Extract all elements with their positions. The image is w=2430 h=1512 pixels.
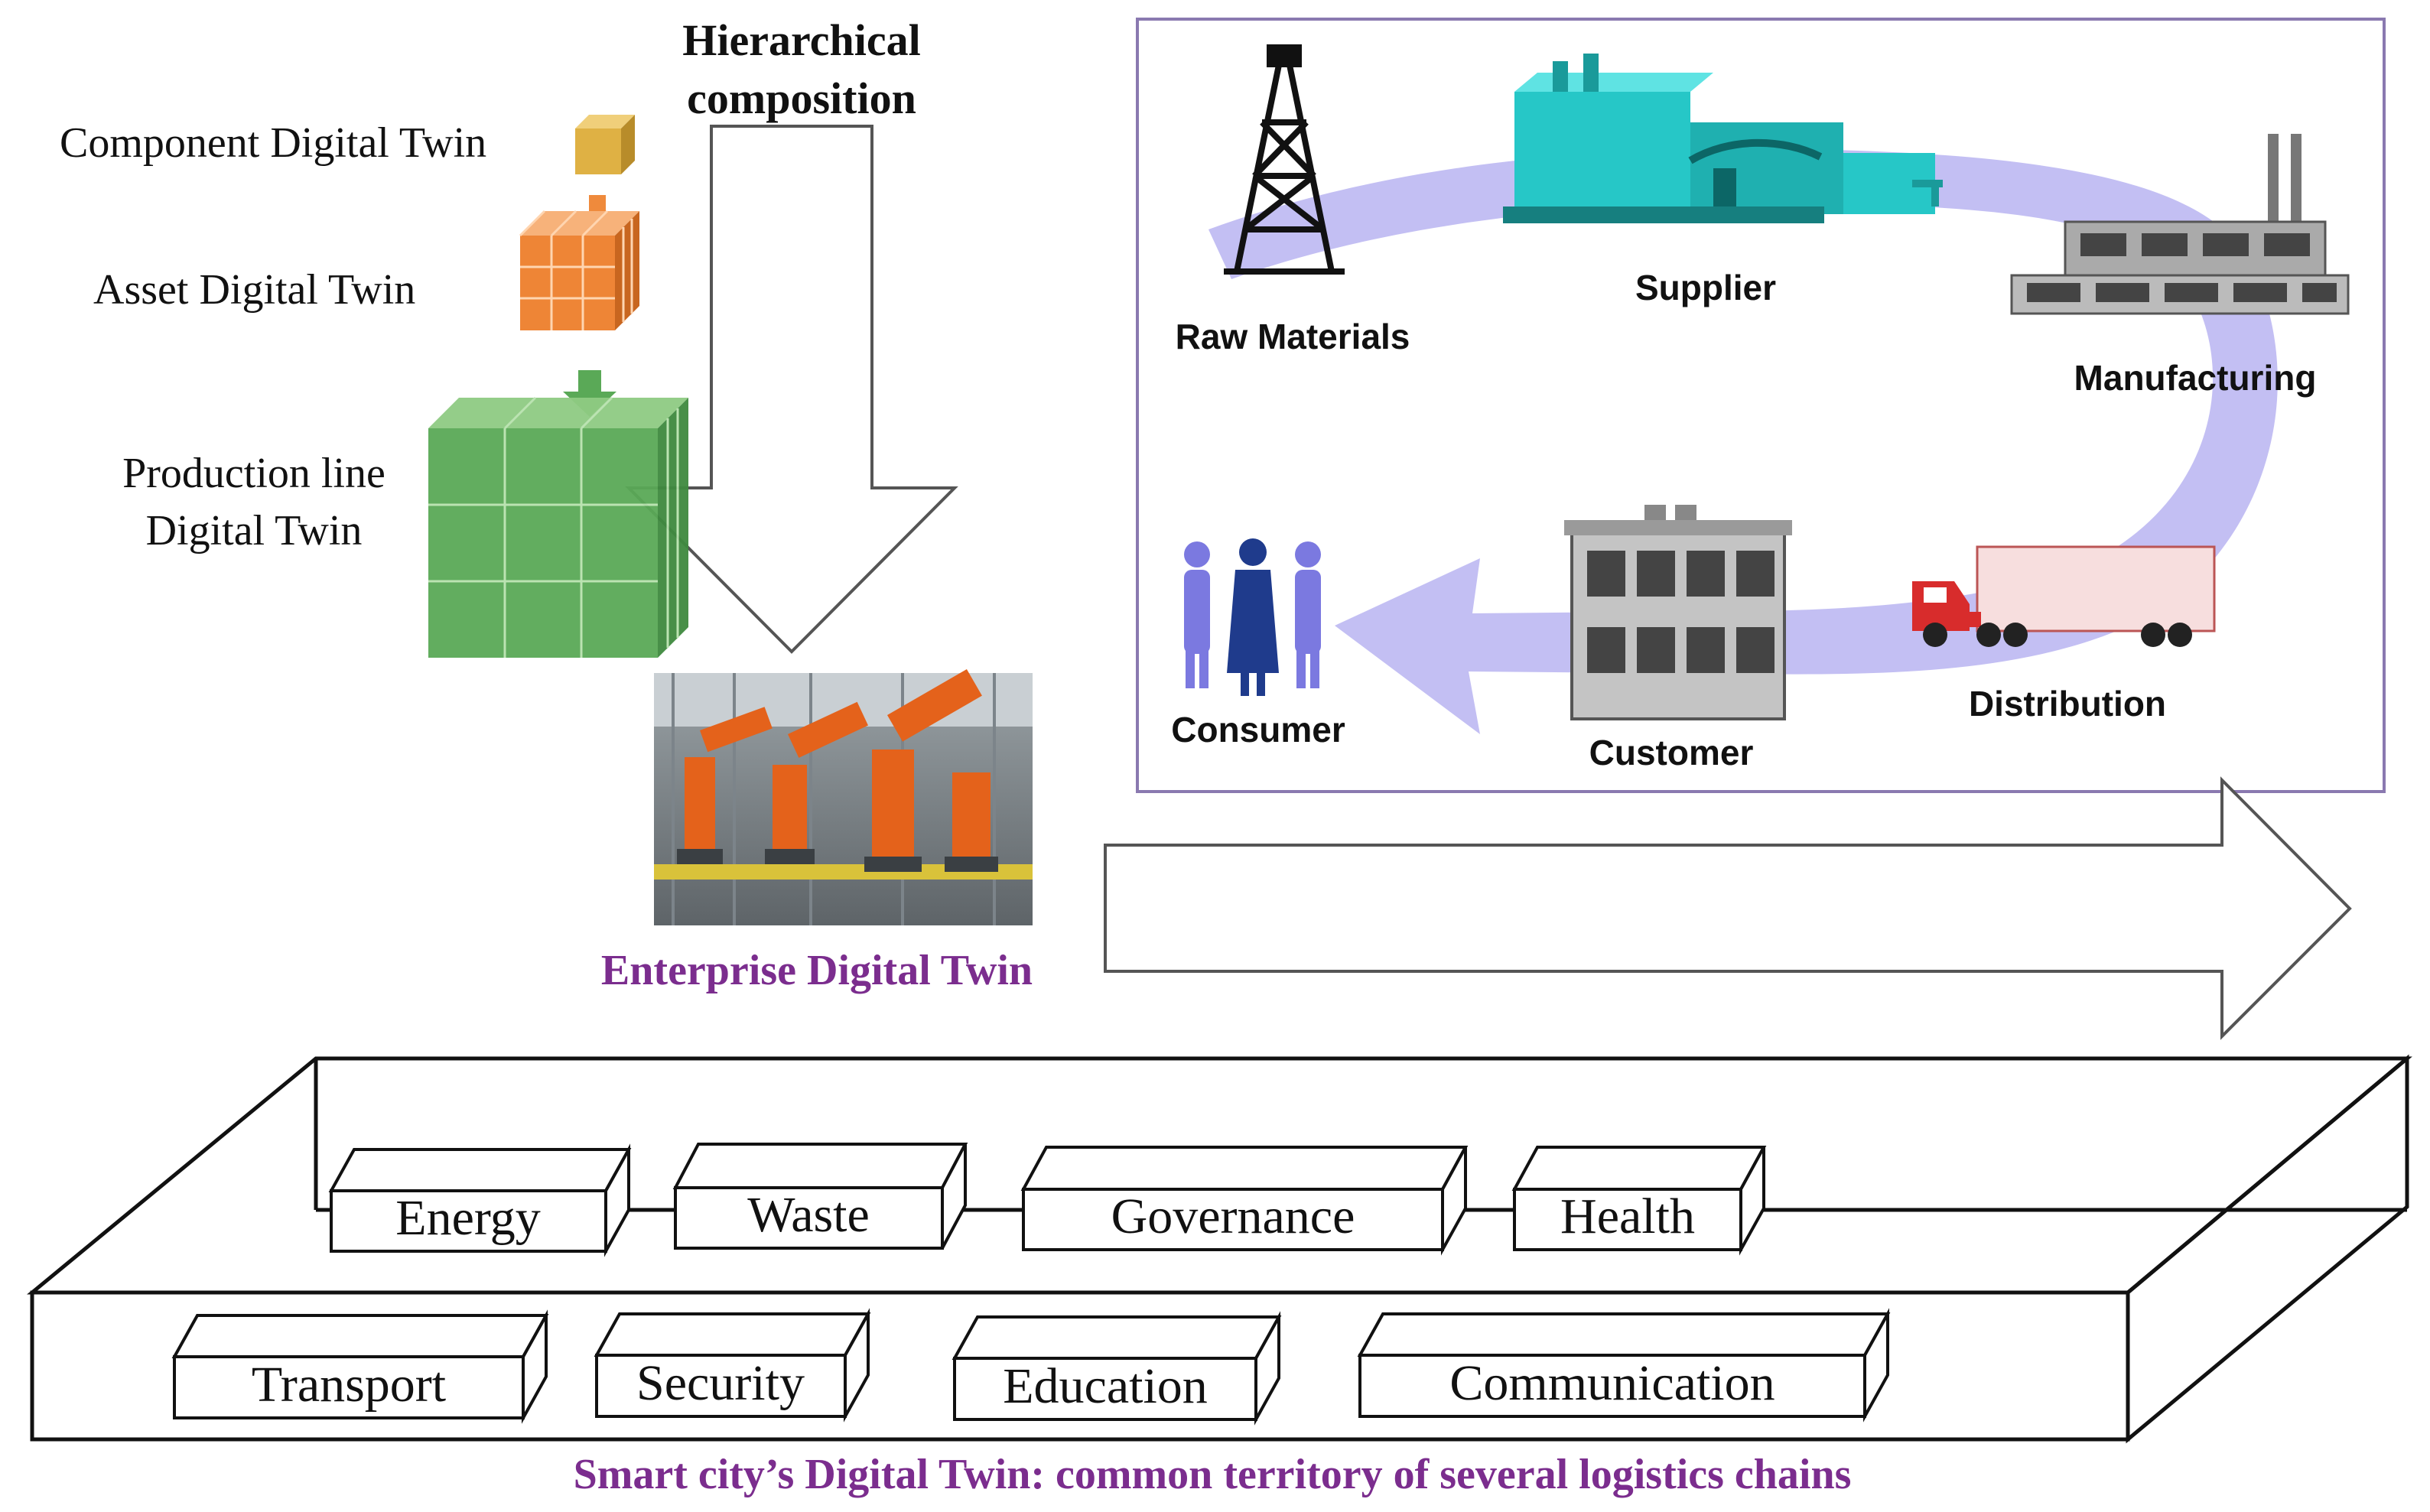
asset-twin-label: Asset Digital Twin xyxy=(93,266,415,314)
customer-building-icon xyxy=(1564,505,1792,720)
hierarchy-section: Hierarchical composition Component Digit… xyxy=(60,15,1033,994)
consumer-label: Consumer xyxy=(1171,710,1345,749)
domain-box-governance: Governance xyxy=(1020,1146,1469,1256)
domain-label-health: Health xyxy=(1560,1188,1695,1244)
oil-derrick-icon xyxy=(1224,44,1345,275)
domain-label-transport: Transport xyxy=(252,1357,446,1413)
raw-materials-label: Raw Materials xyxy=(1176,317,1410,356)
enterprise-to-city-arrow xyxy=(1104,776,2352,1040)
domain-label-waste: Waste xyxy=(747,1187,870,1243)
supply-chain-section: Raw Materials Supplier Manufac xyxy=(1136,18,2386,793)
domain-label-security: Security xyxy=(636,1355,805,1411)
customer-label: Customer xyxy=(1589,733,1754,772)
component-twin-label: Component Digital Twin xyxy=(60,119,486,167)
domain-label-governance: Governance xyxy=(1111,1188,1355,1244)
asset-to-production-arrow xyxy=(563,370,616,417)
hierarchy-heading-line2: composition xyxy=(687,73,916,123)
consumer-people-icon xyxy=(1184,538,1321,696)
production-twin-label-line2: Digital Twin xyxy=(146,507,363,554)
supplier-label: Supplier xyxy=(1635,268,1776,307)
smart-city-section: Energy Waste Governance Health Transport xyxy=(27,1054,2412,1498)
supplier-plant-icon xyxy=(1503,54,1943,223)
hierarchy-down-arrow xyxy=(625,125,958,654)
component-cube-icon xyxy=(575,115,635,174)
enterprise-twin-label: Enterprise Digital Twin xyxy=(601,947,1033,994)
distribution-label: Distribution xyxy=(1969,684,2166,723)
production-cube-icon xyxy=(428,396,688,658)
hierarchy-heading-line1: Hierarchical xyxy=(682,15,920,65)
domain-box-transport: Transport xyxy=(171,1309,549,1424)
domain-box-education: Education xyxy=(952,1311,1282,1426)
domain-box-health: Health xyxy=(1511,1146,1767,1256)
production-twin-label-line1: Production line xyxy=(122,450,385,497)
factory-robots-image xyxy=(654,669,1033,925)
domain-label-communication: Communication xyxy=(1449,1355,1775,1411)
smart-city-caption: Smart city’s Digital Twin: common territ… xyxy=(574,1451,1852,1498)
domain-box-communication: Communication xyxy=(1357,1308,1891,1423)
domain-box-security: Security xyxy=(594,1308,871,1423)
domain-label-education: Education xyxy=(1003,1358,1208,1414)
manufacturing-label: Manufacturing xyxy=(2074,358,2317,398)
domain-label-energy: Energy xyxy=(395,1190,540,1246)
asset-cube-icon xyxy=(519,210,639,330)
domain-box-waste: Waste xyxy=(672,1143,968,1250)
domain-box-energy: Energy xyxy=(328,1143,632,1257)
manufacturing-factory-icon xyxy=(2010,134,2350,315)
distribution-truck-icon xyxy=(1912,545,2216,647)
